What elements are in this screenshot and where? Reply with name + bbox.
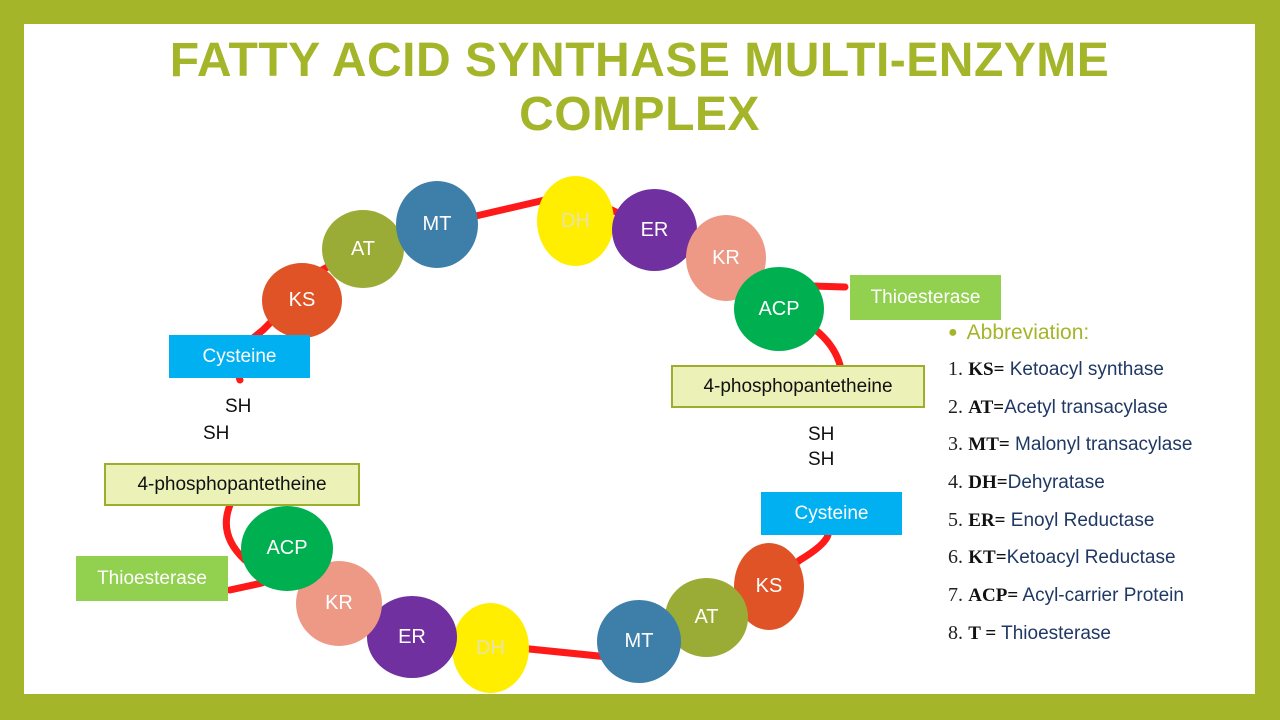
enzyme-er-lower: ER <box>367 596 457 678</box>
ring-path-lower-left <box>226 579 266 594</box>
abbreviation-item: 5. ER= Enoyl Reductase <box>948 508 1155 531</box>
enzyme-dh-lower: DH <box>452 603 529 693</box>
cysteine-box-lower: Cysteine <box>761 492 902 535</box>
abbreviation-item: 8. T = Thioesterase <box>948 621 1111 644</box>
enzyme-at-upper: AT <box>322 210 404 288</box>
sh-label-left-1: SH <box>225 396 252 417</box>
enzyme-er-upper: ER <box>612 189 697 271</box>
cysteine-box-upper: Cysteine <box>169 335 310 378</box>
abbreviation-item: 3. MT= Malonyl transacylase <box>948 433 1193 456</box>
thioesterase-box-upper: Thioesterase <box>850 275 1001 320</box>
enzyme-acp-lower: ACP <box>241 506 333 591</box>
enzyme-ks-upper: KS <box>262 263 342 338</box>
abbreviation-item: 2. AT=Acetyl transacylase <box>948 395 1168 418</box>
abbreviation-heading-text: Abbreviation: <box>966 321 1090 344</box>
sh-label-left-2: SH <box>203 423 230 444</box>
title-line-2: COMPLEX <box>519 88 760 141</box>
enzyme-mt-upper: MT <box>396 181 478 268</box>
title-line-1: FATTY ACID SYNTHASE MULTI-ENZYME <box>169 34 1110 87</box>
phosphopantetheine-box-lower: 4-phosphopantetheine <box>104 463 360 506</box>
enzyme-acp-upper: ACP <box>734 267 824 351</box>
abbreviation-item: 6. KT=Ketoacyl Reductase <box>948 546 1176 569</box>
sh-label-right-1: SH <box>808 424 835 445</box>
slide-title: FATTY ACID SYNTHASE MULTI-ENZYME COMPLEX <box>24 34 1255 142</box>
enzyme-mt-lower: MT <box>597 600 681 683</box>
phosphopantetheine-box-upper: 4-phosphopantetheine <box>671 365 925 408</box>
sh-label-right-2: SH <box>808 449 835 470</box>
enzyme-ks-lower: KS <box>734 543 804 630</box>
bullet-icon: ● <box>948 324 958 341</box>
abbreviation-list: 1. KS= Ketoacyl synthase 2. AT=Acetyl tr… <box>948 358 1192 660</box>
enzyme-dh-upper: DH <box>537 176 614 266</box>
thioesterase-box-lower: Thioesterase <box>76 556 228 601</box>
abbreviation-item: 4. DH=Dehyratase <box>948 471 1105 494</box>
abbreviation-item: 1. KS= Ketoacyl synthase <box>948 358 1164 380</box>
abbreviation-item: 7. ACP= Acyl-carrier Protein <box>948 584 1184 607</box>
abbreviation-heading: ● Abbreviation: <box>948 321 1089 345</box>
